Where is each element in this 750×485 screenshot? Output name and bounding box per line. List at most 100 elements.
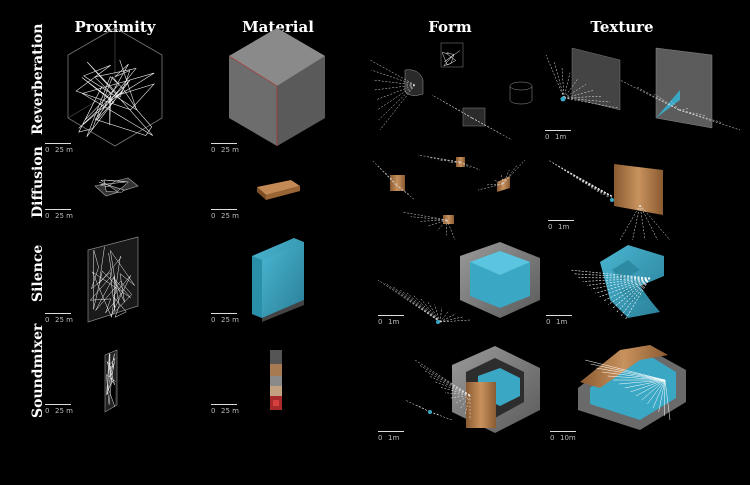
- sound-ray-line: [416, 404, 431, 413]
- sound-ray-line: [557, 165, 613, 197]
- sound-ray-line: [618, 379, 666, 385]
- sound-ray-line: [563, 78, 579, 99]
- sound-ray-line: [652, 379, 666, 409]
- sound-ray-line: [459, 394, 471, 410]
- sound-ray-path: [106, 353, 116, 408]
- sound-ray-line: [664, 379, 671, 421]
- column-header-proximity: Proximity: [74, 18, 156, 36]
- sound-ray-line: [446, 219, 456, 241]
- sound-ray-line: [678, 109, 706, 116]
- sound-ray-line: [445, 219, 448, 236]
- sound-ray-line: [552, 162, 613, 197]
- sound-ray-line: [600, 193, 613, 197]
- cell-soundmixer-form: [404, 346, 540, 433]
- sound-ray-line: [371, 159, 397, 186]
- sound-ray-line: [619, 79, 680, 111]
- sound-ray-line: [636, 86, 680, 111]
- sound-ray-path: [89, 246, 135, 319]
- sound-ray-path: [75, 59, 156, 137]
- sound-ray-line: [437, 219, 448, 231]
- cell-silence-proximity: [87, 236, 139, 323]
- sound-ray-line: [427, 301, 441, 323]
- sound-ray-line: [501, 174, 504, 185]
- sound-ray-line: [395, 182, 397, 186]
- sound-ray-line: [576, 178, 613, 197]
- cell-reverberation-material: [228, 28, 325, 146]
- sound-ray-line: [624, 379, 666, 389]
- cell-silence-material: [252, 238, 304, 322]
- sound-ray-line: [571, 175, 613, 197]
- sound-ray-line: [569, 269, 651, 279]
- sound-ray-line: [413, 295, 441, 323]
- sound-ray-line: [605, 195, 613, 198]
- sound-ray-line: [553, 60, 565, 99]
- sound-ray-line: [574, 273, 651, 279]
- sound-ray-line: [545, 54, 565, 99]
- cell-reverberation-proximity: [67, 27, 163, 147]
- column-header-texture: Texture: [590, 18, 654, 36]
- sound-ray-line: [376, 84, 416, 111]
- sound-ray-line: [390, 176, 397, 186]
- sound-ray-line: [603, 277, 651, 302]
- sound-ray-line: [639, 204, 646, 241]
- column-header-form: Form: [428, 18, 472, 36]
- sound-ray-line: [439, 310, 449, 323]
- cell-soundmixer-texture: [578, 345, 686, 430]
- sound-ray-line: [401, 211, 448, 221]
- sound-ray-line: [590, 363, 666, 381]
- sound-ray-line: [563, 90, 595, 99]
- sound-ray-line: [639, 204, 671, 241]
- sound-ray-line: [586, 277, 651, 286]
- sound-ray-line: [448, 161, 461, 163]
- cell-silence-texture: [569, 245, 664, 321]
- sound-ray-line: [459, 161, 461, 166]
- sound-ray-line: [635, 379, 666, 397]
- sound-ray-line: [395, 184, 416, 201]
- sound-ray-line: [439, 307, 442, 323]
- cell-diffusion-material: [257, 180, 300, 200]
- sound-ray-line: [417, 154, 461, 163]
- sound-ray-line: [620, 277, 651, 317]
- sound-ray-line: [658, 379, 666, 413]
- sound-ray-line: [654, 94, 680, 111]
- sound-ray-line: [601, 371, 666, 381]
- sound-ray-line: [439, 387, 471, 396]
- sound-ray-line: [678, 109, 741, 131]
- sound-ray-line: [399, 289, 441, 323]
- sound-ray-line: [582, 277, 651, 282]
- sound-ray-line: [584, 359, 666, 381]
- sound-ray-line: [438, 159, 461, 163]
- sound-ray-line: [378, 84, 416, 121]
- sound-ray-line: [612, 277, 651, 309]
- sound-ray-line: [502, 169, 510, 185]
- sound-ray-line: [406, 292, 441, 323]
- sound-ray-line: [369, 59, 416, 86]
- sound-ray-line: [563, 84, 587, 99]
- sound-ray-line: [459, 161, 470, 168]
- cell-reverberation-form: [369, 42, 533, 141]
- sound-ray-line: [439, 316, 463, 323]
- sound-ray-path: [98, 179, 130, 193]
- sound-ray-line: [371, 69, 416, 86]
- sound-ray-line: [647, 379, 666, 405]
- sound-ray-line: [434, 381, 471, 396]
- cell-soundmixer-proximity: [104, 349, 118, 413]
- sound-ray-line: [424, 370, 471, 396]
- sound-ray-line: [641, 379, 666, 401]
- sound-ray-line: [454, 394, 471, 404]
- sound-ray-line: [563, 97, 619, 109]
- sound-ray-line: [562, 168, 613, 197]
- sound-ray-line: [379, 84, 416, 131]
- sound-ray-line: [563, 72, 571, 99]
- sound-ray-line: [384, 282, 441, 323]
- sound-ray-line: [439, 319, 471, 323]
- sound-ray-line: [429, 376, 471, 396]
- sound-ray-line: [581, 181, 613, 197]
- sound-ray-line: [384, 171, 397, 186]
- sound-ray-line: [678, 108, 689, 111]
- sound-ray-line: [595, 277, 651, 294]
- sound-ray-line: [420, 298, 441, 323]
- cell-silence-form: [377, 242, 540, 324]
- sound-ray-line: [563, 95, 603, 99]
